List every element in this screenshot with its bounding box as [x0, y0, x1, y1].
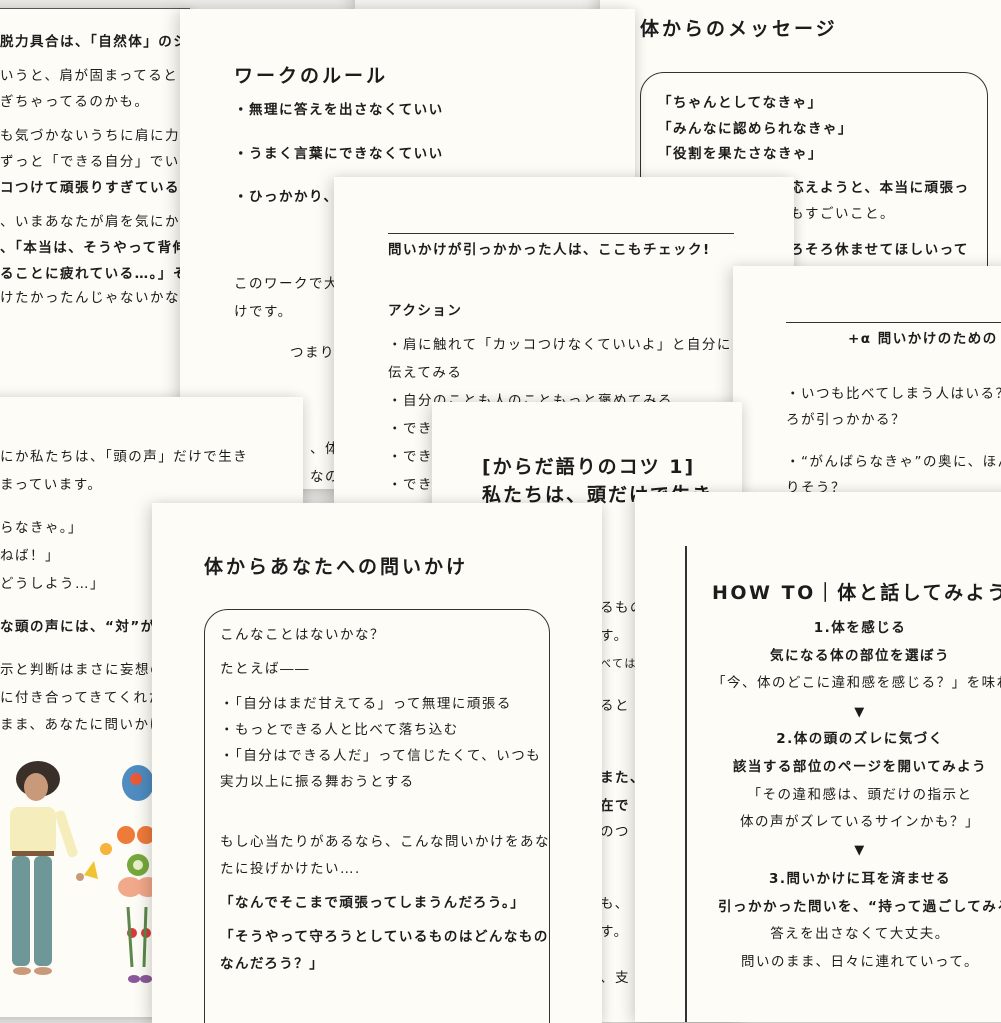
text-line: ることに疲れている…。」そ — [0, 266, 188, 282]
page-back-top — [355, 0, 605, 10]
rule-item: ・ひっかかり、 — [234, 189, 339, 205]
page-plus-alpha: +α 問いかけのための ・いつも比べてしまう人はいる？そ ろが引っかかる？ ・“… — [733, 266, 1001, 506]
step-3-desc: 答えを出さなくて大丈夫。 — [770, 926, 950, 942]
step-1-label: 1.体を感じる — [813, 620, 907, 636]
text-line: もすごいこと。 — [790, 206, 895, 222]
step-2-desc: 「その違和感は、頭だけの指示と — [747, 787, 973, 803]
text-fragment: す。 — [600, 628, 629, 644]
action-item: ・でき — [388, 477, 433, 493]
section-heading: +α 問いかけのための — [848, 331, 998, 347]
text-line: 脱力具合は、「自然体」のシ — [0, 34, 189, 50]
action-item: 伝えてみる — [388, 365, 463, 381]
text-fragment: 、支 — [600, 970, 630, 986]
question-item: ・“がんばらなきゃ”の奥に、ほんと — [786, 454, 1001, 470]
down-arrow-icon: ▼ — [854, 705, 866, 720]
text-line: いうと、肩が固まってるとい — [0, 68, 190, 84]
text-line: コつけて頑張りすぎている証 — [0, 180, 190, 196]
text-fragment: 在で — [600, 798, 630, 814]
rule-item: ・うまく言葉にできなくていい — [234, 146, 444, 162]
text-line: らなきゃ。」 — [0, 520, 83, 536]
step-1-sub: 気になる体の部位を選ぼう — [770, 648, 950, 664]
page-body-questions: 体からあなたへの問いかけ こんなことはないかな？ たとえば―― ・「自分はまだ甘… — [152, 503, 602, 1023]
text-line: にか私たちは、「頭の声」だけで生き — [0, 449, 249, 465]
section-heading: 問いかけが引っかかった人は、ここもチェック! — [388, 242, 711, 258]
step-3-sub: 引っかかった問いを、“持って過ごしてみる — [718, 899, 1001, 915]
quote-line: 「ちゃんとしてなきゃ」 — [658, 95, 823, 111]
question-item: ろが引っかかる？ — [786, 412, 906, 428]
example-item: ・もっとできる人と比べて落ち込む — [220, 722, 459, 738]
intro-text: こんなことはないかな？ — [220, 627, 385, 643]
text-line: 応えようと、本当に頑張っ — [790, 180, 970, 196]
page-how-to: HOW TO｜体と話してみよう 1.体を感じる 気になる体の部位を選ぼう 「今、… — [635, 492, 1001, 1022]
left-rule — [685, 546, 687, 1022]
lead-text: もし心当たりがあるなら、こんな問いかけをあな — [220, 834, 550, 850]
text-fragment: も、 — [600, 896, 630, 912]
text-line: な頭の声には、“対”がい — [0, 619, 171, 635]
text-line: に付き合ってきてくれた — [0, 690, 164, 706]
text-line: 示と判断はまさに妄想の — [0, 662, 165, 678]
text-line: けたかったんじゃないかな。 — [0, 290, 190, 306]
example-item: 実力以上に振る舞おうとする — [220, 774, 415, 790]
text-line: まっています。 — [0, 477, 103, 493]
section-rule — [786, 322, 1001, 323]
lead-text: たに投げかけたい…. — [220, 861, 361, 877]
question-text: 「なんでそこまで頑張ってしまうんだろう。」 — [220, 895, 526, 911]
question-text: なんだろう？」 — [220, 956, 325, 972]
howto-title: HOW TO｜体と話してみよう — [712, 582, 1001, 604]
section-rule — [388, 233, 734, 234]
action-item: ・でき — [388, 421, 433, 437]
quote-line: 「みんなに認められなきゃ」 — [658, 121, 853, 137]
tips-title: [からだ語りのコツ 1] — [482, 456, 696, 478]
text-line: ろそろ休ませてほしいって — [790, 242, 969, 258]
page-top-rule — [0, 8, 190, 9]
step-3-label: 3.問いかけに耳を済ませる — [768, 871, 952, 887]
page-title: 体からあなたへの問いかけ — [204, 556, 469, 578]
text-fragment: るもの — [600, 600, 645, 616]
page-title: 体からのメッセージ — [640, 18, 838, 40]
text-line: ずっと「できる自分」でいよ — [0, 154, 190, 170]
text-line: 、「本当は、そうやって背伸 — [0, 240, 188, 256]
action-item: ・肩に触れて「カッコつけなくていいよ」と自分に — [388, 337, 732, 353]
woman-and-fruit-body-illustration — [10, 761, 156, 983]
text-fragment: のつ — [600, 824, 630, 840]
step-3-desc: 問いのまま、日々に連れていって。 — [741, 954, 979, 970]
text-fragment: べては — [600, 657, 637, 670]
page-shoulder-text: 脱力具合は、「自然体」のシ いうと、肩が固まってるとい ぎちゃってるのかも。 も… — [0, 8, 190, 400]
question-item: ・いつも比べてしまう人はいる？そ — [786, 386, 1001, 402]
text-line: けです。 — [234, 304, 293, 320]
step-1-desc: 「今、体のどこに違和感を感じる？」を味わ — [712, 675, 1001, 691]
action-item: ・でき — [388, 449, 433, 465]
action-heading: アクション — [388, 303, 463, 319]
quote-line: 「役割を果たさなきゃ」 — [658, 146, 823, 162]
step-2-label: 2.体の頭のズレに気づく — [776, 731, 944, 747]
step-2-sub: 該当する部位のページを開いてみよう — [732, 759, 988, 775]
text-line: ぎちゃってるのかも。 — [0, 94, 150, 110]
text-line: まま、あなたに問いかけ — [0, 717, 165, 733]
question-item: りそう？ — [786, 480, 846, 496]
text-line: どうしよう…」 — [0, 576, 105, 592]
rule-item: ・無理に答えを出さなくていい — [234, 102, 444, 118]
example-item: ・「自分はできる人だ」って信じたくて、いつも — [220, 748, 542, 764]
text-line: 、いまあなたが肩を気にかけ — [0, 214, 190, 230]
text-fragment: ると — [600, 698, 630, 714]
text-fragment: また、 — [600, 770, 645, 786]
step-2-desc: 体の声がズレているサインかも？」 — [740, 814, 980, 830]
down-arrow-icon: ▼ — [854, 843, 866, 858]
example-label: たとえば―― — [220, 661, 310, 677]
page-title: ワークのルール — [234, 65, 389, 87]
example-item: ・「自分はまだ甘えてる」って無理に頑張る — [220, 696, 512, 712]
text-line: このワークで大 — [234, 276, 339, 292]
text-line: も気づかないうちに肩に力が — [0, 128, 190, 144]
text-line: つまり — [290, 345, 335, 361]
text-fragment: す。 — [600, 924, 629, 940]
text-line: 、体 — [310, 441, 340, 457]
question-box — [204, 609, 550, 1023]
question-text: 「そうやって守ろうとしているものはどんなもの — [220, 929, 549, 945]
text-line: ねば！」 — [0, 548, 60, 564]
